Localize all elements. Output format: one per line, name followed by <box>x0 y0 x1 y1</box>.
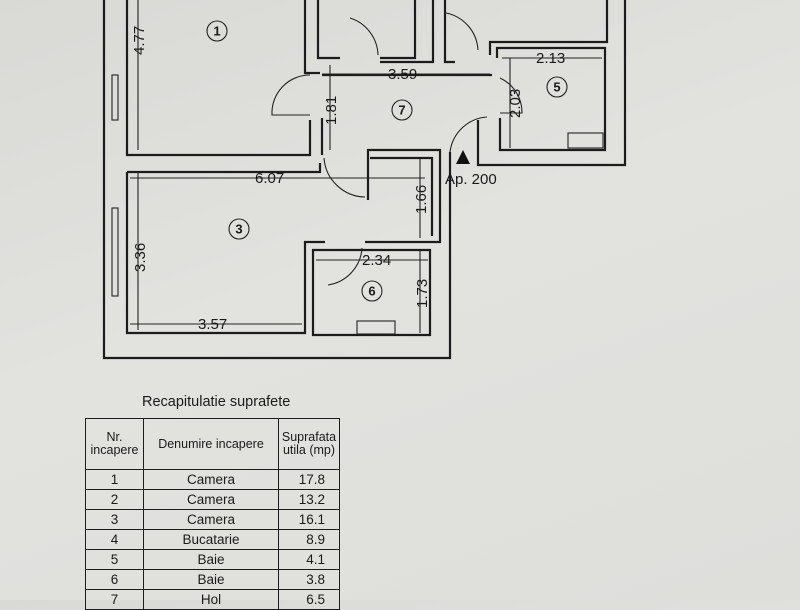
dimension-label: 6.07 <box>255 170 284 187</box>
dimension-label: 3.57 <box>198 316 227 333</box>
dimension-label: 1.81 <box>323 96 340 125</box>
room-number: 6 <box>368 284 375 299</box>
cell-name: Camera <box>143 509 279 530</box>
cell-area: 13.2 <box>278 489 340 510</box>
room-number: 7 <box>398 103 405 118</box>
cell-name: Camera <box>143 489 279 510</box>
room-number: 3 <box>235 222 242 237</box>
cell-nr: 2 <box>85 489 144 510</box>
area-summary-table: Nr. incapere Denumire incapere Suprafata… <box>85 418 340 610</box>
cell-name: Camera <box>143 469 279 490</box>
room-number: 1 <box>213 24 220 39</box>
cell-name: Bucatarie <box>143 529 279 550</box>
dimension-label: 3.36 <box>132 243 149 272</box>
entrance-triangle-icon <box>456 150 470 164</box>
header-area: Suprafata utila (mp) <box>278 418 340 470</box>
table-title: Recapitulatie suprafete <box>142 394 291 410</box>
header-nr: Nr. incapere <box>85 418 144 470</box>
table-header-row: Nr. incapere Denumire incapere Suprafata… <box>85 418 340 470</box>
cell-nr: 1 <box>85 469 144 490</box>
dimension-label: 2.03 <box>507 89 524 118</box>
dimension-label: 2.34 <box>362 252 391 269</box>
doors <box>271 12 523 286</box>
room-number: 5 <box>553 80 560 95</box>
dimension-label: 1.73 <box>414 279 431 308</box>
dimension-label: 2.13 <box>536 50 565 67</box>
apartment-label: Ap. 200 <box>445 171 497 188</box>
cell-area: 4.1 <box>278 549 340 570</box>
cell-nr: 5 <box>85 549 144 570</box>
dimension-label: 3.59 <box>388 66 417 83</box>
cell-area: 17.8 <box>278 469 340 490</box>
cell-name: Baie <box>143 569 279 590</box>
cell-name: Baie <box>143 549 279 570</box>
cell-area: 16.1 <box>278 509 340 530</box>
dimension-lines <box>130 0 602 333</box>
cell-area: 8.9 <box>278 529 340 550</box>
dimension-label: 4.77 <box>131 26 148 55</box>
dimension-label: 1.66 <box>413 185 430 214</box>
walls <box>102 0 627 360</box>
cell-nr: 3 <box>85 509 144 530</box>
cell-nr: 4 <box>85 529 144 550</box>
cell-nr: 6 <box>85 569 144 590</box>
room-numbers: 1 7 5 3 6 <box>206 20 568 302</box>
header-name: Denumire incapere <box>143 418 279 470</box>
cell-area: 3.8 <box>278 569 340 590</box>
